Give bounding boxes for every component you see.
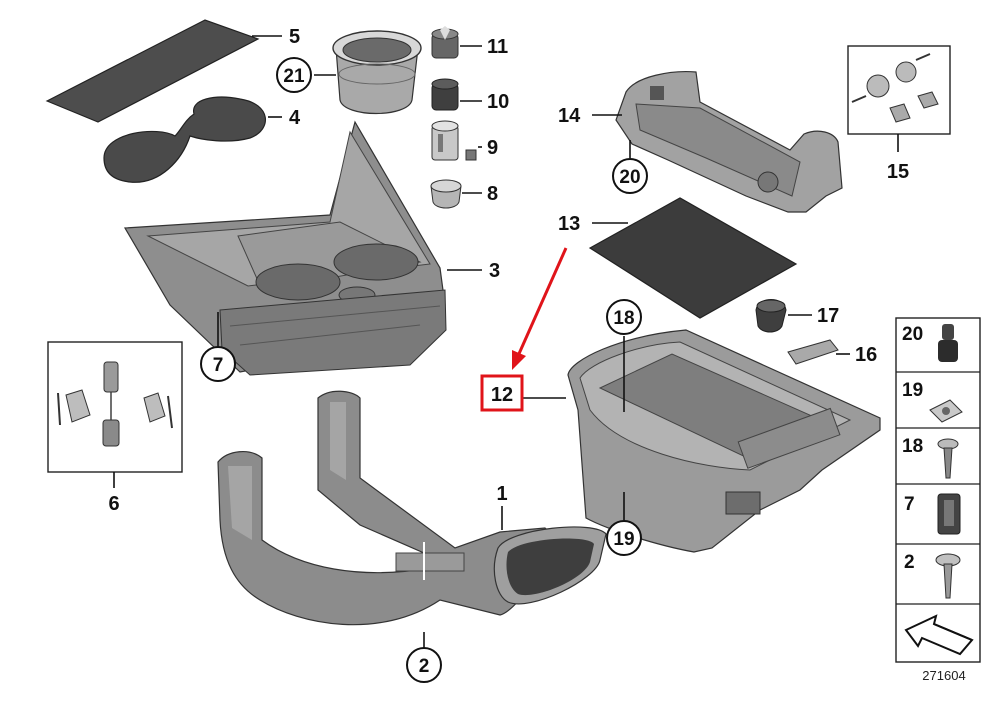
part-8-ring: 8: [430, 179, 498, 209]
rubber-buffer-icon: [938, 324, 958, 362]
part-16-clip: 16: [787, 339, 877, 366]
callout-11: 11: [487, 36, 508, 58]
part-4-mat: 4: [103, 96, 301, 183]
callout-21-circle: [276, 57, 312, 93]
legend-7-label: 7: [904, 494, 915, 515]
part-21-cup-insert: 21: [276, 30, 422, 114]
legend-2-label: 2: [904, 552, 915, 573]
callout-18-circle: [606, 299, 642, 335]
callout-21: 21: [283, 66, 305, 87]
expanding-clip-icon: [937, 493, 961, 535]
part-15-inset: 15: [847, 45, 951, 183]
callout-8: 8: [487, 183, 498, 205]
washer-screw-icon: [935, 553, 961, 599]
part-9-socket: 9: [431, 120, 498, 161]
callout-20: 20: [619, 167, 640, 188]
callout-19: 19: [613, 529, 634, 550]
callout-2: 2: [419, 656, 430, 677]
callout-5: 5: [289, 26, 300, 48]
callout-1: 1: [496, 483, 507, 505]
highlight-arrowhead: [512, 350, 526, 370]
callout-13: 13: [558, 213, 580, 235]
callout-15: 15: [887, 161, 909, 183]
legend-20-label: 20: [902, 324, 923, 345]
part-10-plug: 10: [431, 78, 509, 113]
hardware-legend-panel: 20 19 18 7 2: [895, 317, 981, 663]
callout-16: 16: [855, 344, 877, 366]
view-direction-arrow-icon: [904, 614, 974, 656]
part-14-tray-frame: 14 20: [558, 71, 843, 213]
callout-18: 18: [613, 308, 634, 329]
part-6-inset: 6: [47, 341, 183, 515]
part-12-storage-bin: 18 19 12: [480, 247, 881, 556]
callout-10: 10: [487, 91, 509, 113]
highlight-arrow: [516, 247, 568, 357]
callout-6: 6: [108, 493, 119, 515]
diagram-reference-number: 271604: [922, 668, 965, 683]
clip-nut-icon: [929, 399, 963, 423]
part-1-air-duct: 1 2: [217, 390, 607, 683]
callout-14: 14: [558, 105, 581, 127]
legend-18-label: 18: [902, 436, 923, 457]
part-5-mat: 5: [45, 19, 300, 123]
callout-19-circle: [606, 520, 642, 556]
callout-12: 12: [491, 384, 513, 406]
callout-7: 7: [213, 355, 224, 376]
callout-12-highlight-box: [480, 374, 524, 412]
callout-9: 9: [487, 137, 498, 159]
callout-2-circle: [406, 647, 442, 683]
callout-7-circle: [200, 346, 236, 382]
callout-3: 3: [489, 260, 500, 282]
screw-icon: [937, 438, 959, 479]
part-3-console-tray: 3 7: [123, 120, 500, 382]
legend-19-label: 19: [902, 380, 923, 401]
callout-20-circle: [612, 158, 648, 194]
callout-17: 17: [817, 305, 839, 327]
part-13-liner: 13: [558, 197, 798, 319]
part-11-cap: 11: [431, 26, 508, 59]
part-17-grommet: 17: [755, 299, 839, 333]
callout-4: 4: [289, 107, 301, 129]
